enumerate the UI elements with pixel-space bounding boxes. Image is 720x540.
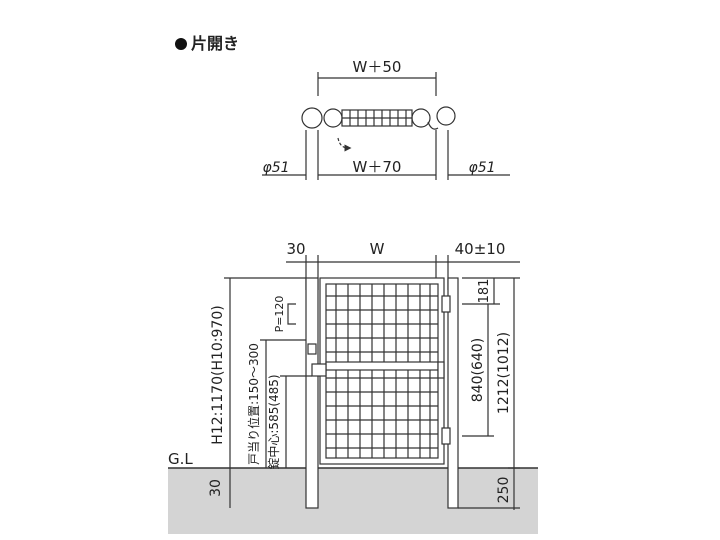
heading-title: 片開き [191,34,240,53]
plan-dim-right-pipe: φ51 [468,160,495,176]
elev-below-ground-left: 30 [208,479,224,497]
plan-dim-bottom: W＋70 [353,158,402,176]
ground-label: G.L [168,450,193,468]
plan-dim-left-pipe: φ51 [262,160,289,176]
elev-hinge-span: 840(640) [470,338,486,402]
elev-dim-left-gap: 30 [286,240,305,258]
elev-lock-center: 錠中心:585(485) [266,374,281,469]
elevation-view [224,255,520,510]
bullet-dot-icon [175,38,187,50]
ground-area [168,468,538,534]
elev-post-height: 1212(1012) [496,332,512,414]
elev-height-total: H12:1170(H10:970) [210,305,226,444]
elev-top-offset: 181 [477,279,492,304]
elev-dim-right-gap: 40±10 [455,240,506,258]
section-heading: 片開き [175,30,239,54]
elev-pitch: P=120 [273,296,286,333]
elev-dim-width: W [370,240,385,258]
plan-dim-top: W＋50 [353,58,402,76]
elev-latch-range: 戸当り位置:150〜300 [246,343,261,465]
plan-view [262,72,510,180]
elev-embed-depth: 250 [496,477,512,504]
